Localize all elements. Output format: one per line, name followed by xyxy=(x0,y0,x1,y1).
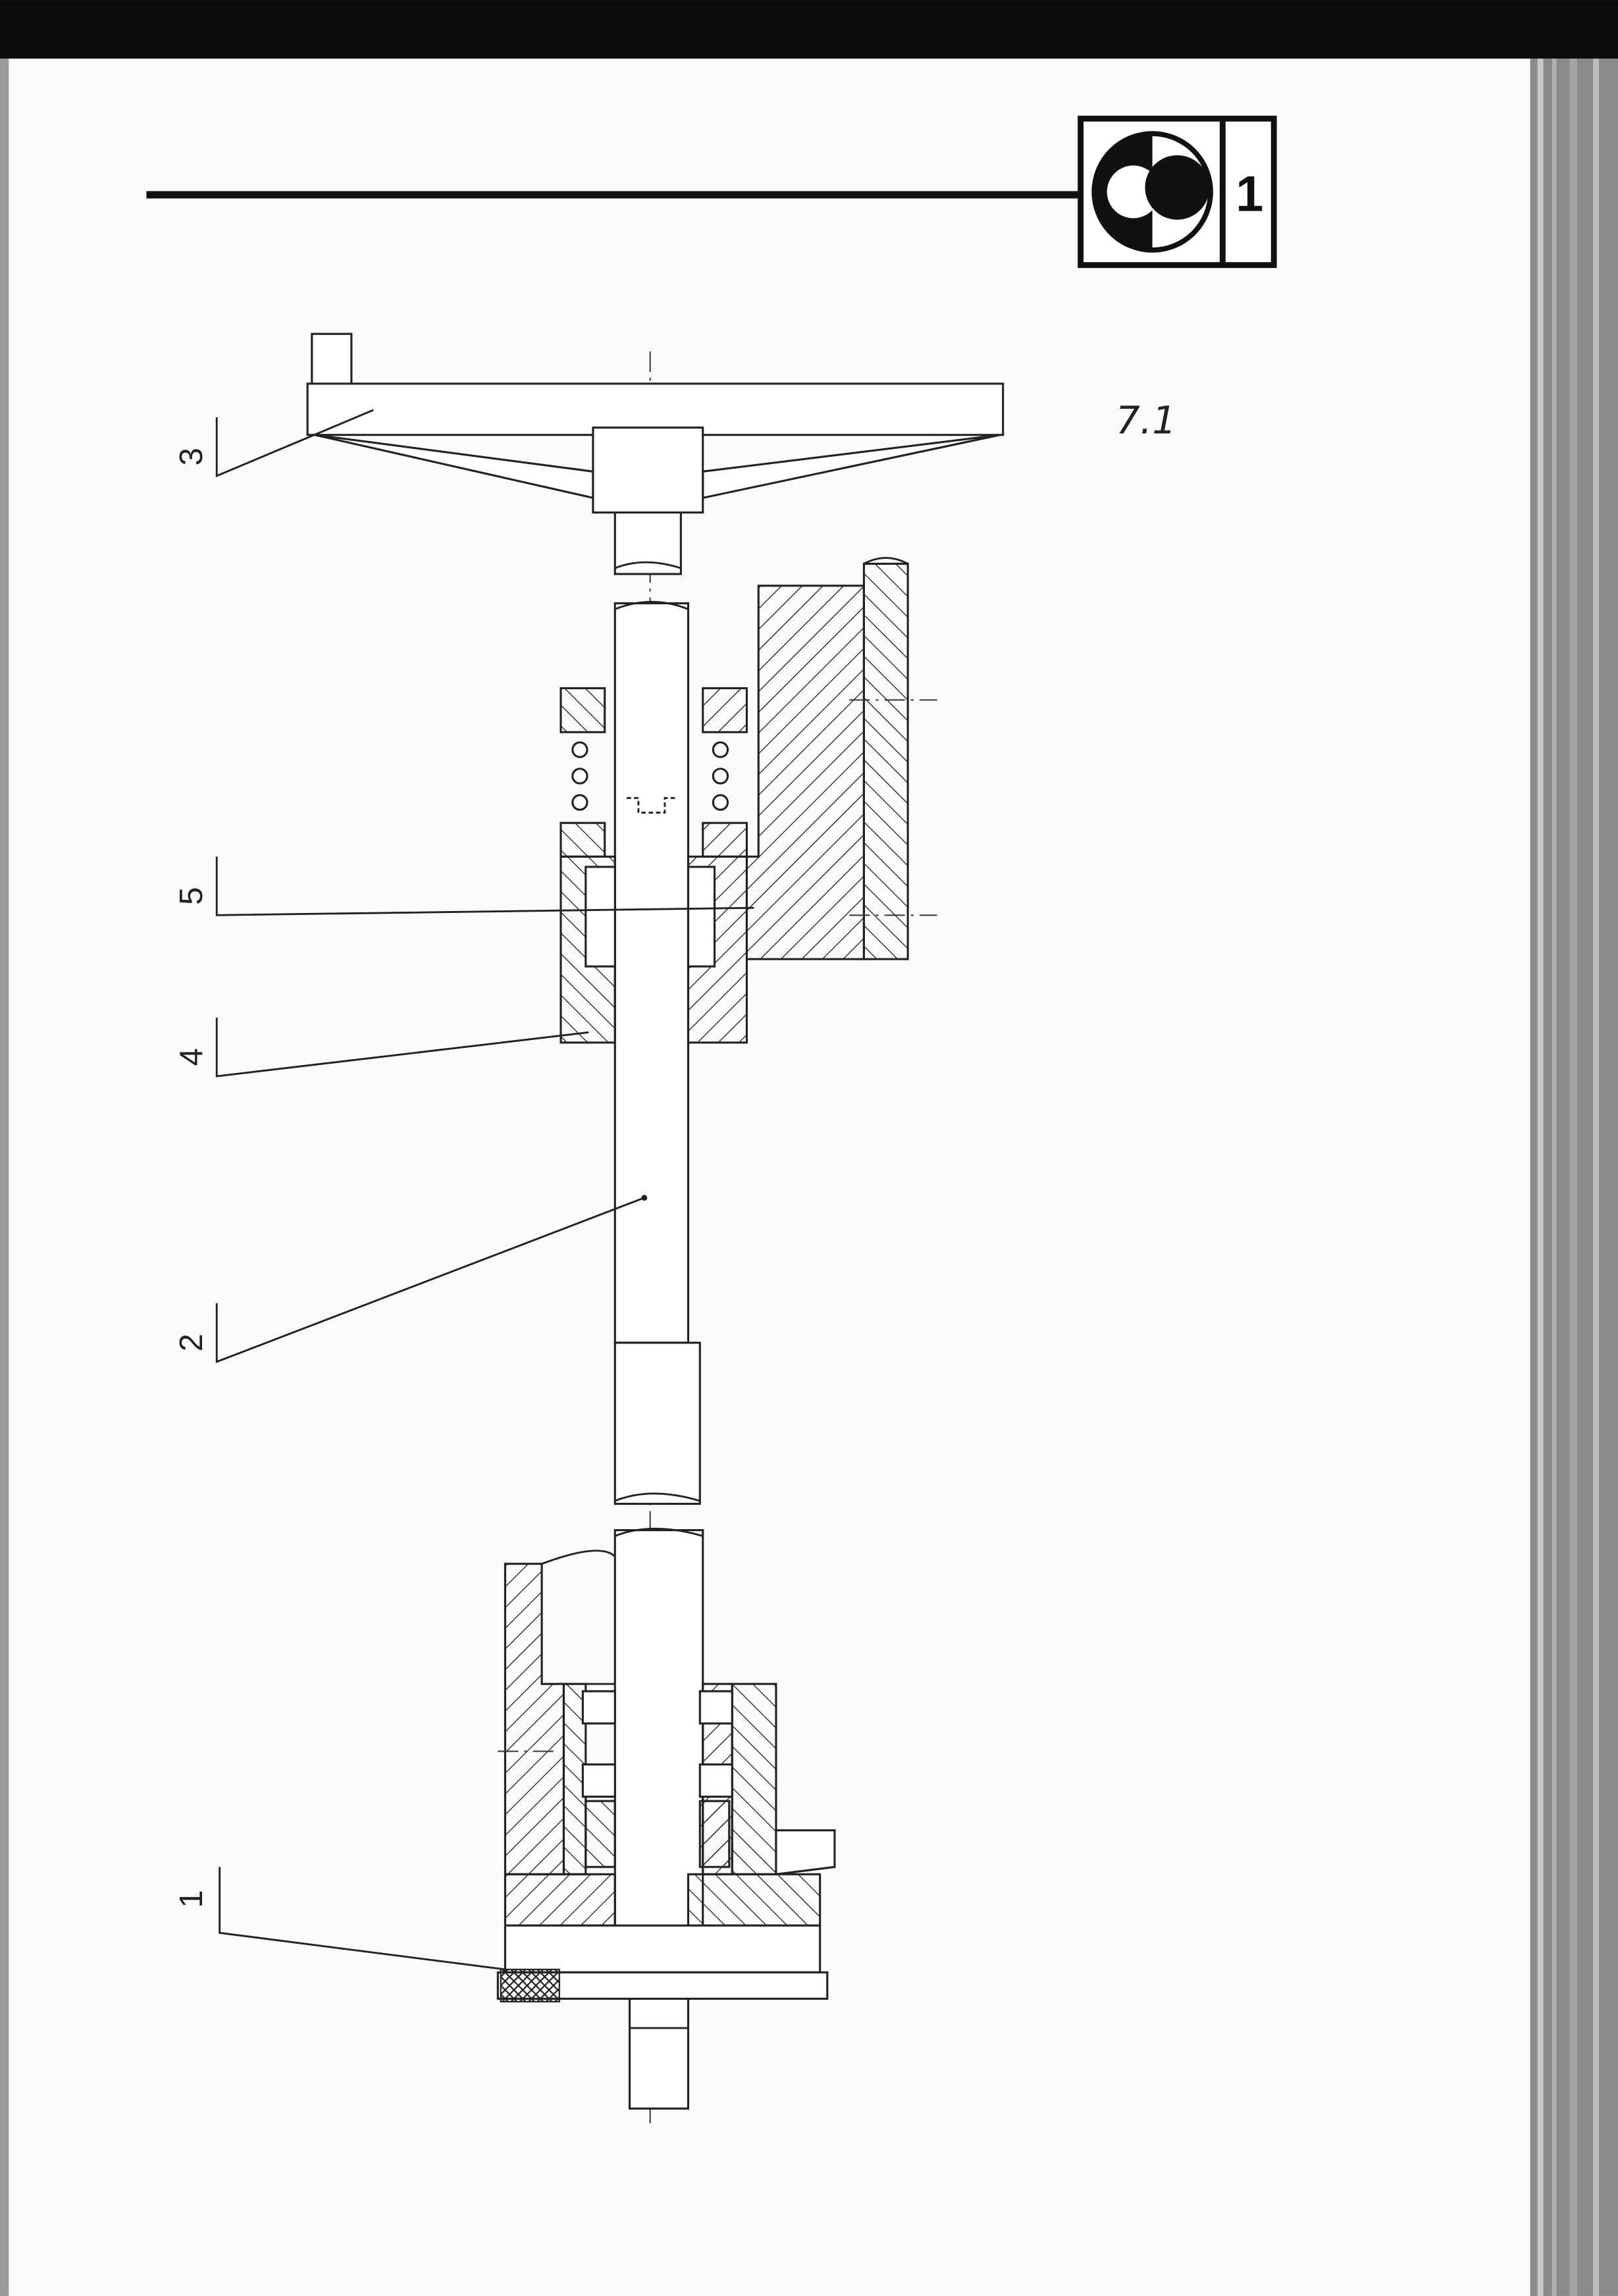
svg-text:5: 5 xyxy=(174,887,209,905)
figure-number: 7.1 xyxy=(1116,398,1176,442)
page-stack-edge xyxy=(1530,59,1618,2296)
svg-text:4: 4 xyxy=(174,1048,209,1066)
handwheel xyxy=(306,332,1005,575)
scan-left-edge xyxy=(0,59,9,2296)
svg-text:1: 1 xyxy=(174,1890,209,1908)
svg-text:2: 2 xyxy=(174,1334,209,1351)
upper-bracket xyxy=(560,557,937,960)
logo-icon xyxy=(1091,131,1213,253)
callout-4: 4 xyxy=(174,1018,589,1078)
svg-text:3: 3 xyxy=(174,448,209,465)
badge-number: 1 xyxy=(1236,167,1263,222)
bushing xyxy=(560,855,748,1044)
lower-housing xyxy=(496,1550,836,2002)
scan-top-border xyxy=(0,0,1618,59)
callout-5: 5 xyxy=(174,856,754,916)
callout-3: 3 xyxy=(174,409,374,478)
ball-bearings xyxy=(571,741,729,811)
chapter-badge: 1 xyxy=(1078,115,1277,269)
callout-1: 1 xyxy=(174,1867,506,1971)
callout-2: 2 xyxy=(174,1195,648,1363)
